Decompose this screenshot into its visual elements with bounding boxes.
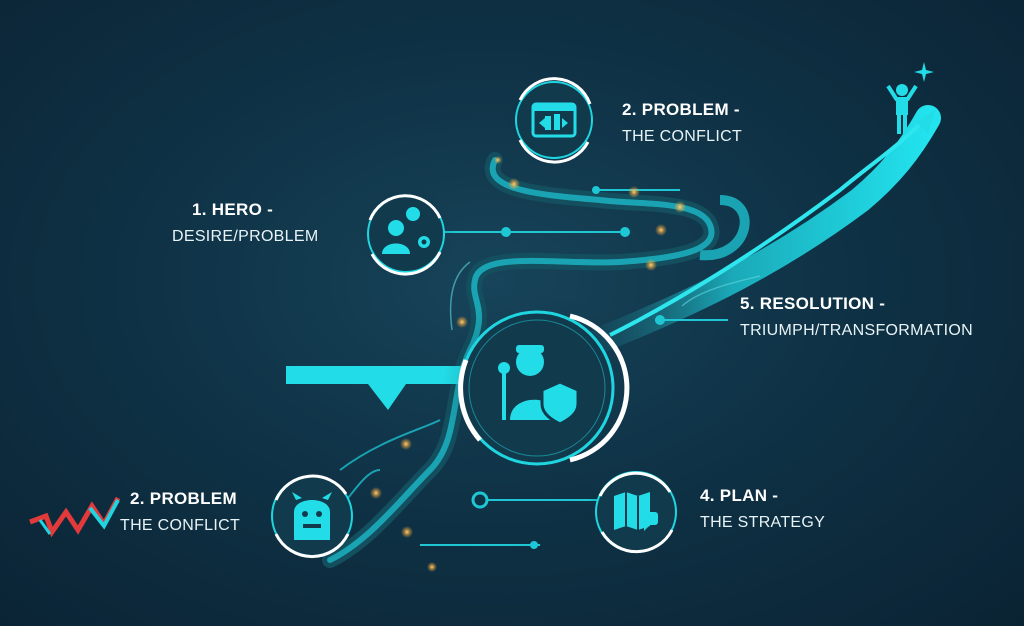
browser-window-icon — [531, 102, 577, 138]
problem-bottom-circle — [262, 466, 362, 566]
step-label-problem-top: 2. PROBLEM - THE CONFLICT — [622, 100, 742, 146]
person-question-gear-icon — [382, 207, 430, 254]
step-label-problem-bottom: 2. PROBLEM THE CONFLICT — [120, 489, 240, 535]
conflict-zigzag — [29, 496, 121, 538]
hero-shield-icon — [498, 345, 580, 426]
step-title: 2. PROBLEM - — [622, 100, 740, 119]
problem-top-circle — [506, 72, 602, 168]
step-title: 4. PLAN - — [700, 486, 779, 505]
plan-circle — [586, 462, 686, 562]
sparks — [370, 156, 686, 572]
step-label-hero: 1. HERO - DESIRE/PROBLEM — [172, 200, 340, 246]
step-subtitle: THE CONFLICT — [120, 517, 241, 534]
map-chat-icon — [614, 492, 658, 531]
center-hero-circle — [441, 292, 633, 484]
step-title: 1. HERO - — [192, 200, 274, 219]
step-subtitle: TRIUMPH/TRANSFORMATION — [740, 322, 973, 339]
step-subtitle: THE STRATEGY — [700, 514, 826, 531]
step-label-resolution: 5. RESOLUTION - TRIUMPH/TRANSFORMATION — [740, 294, 973, 340]
connector-lines — [420, 186, 728, 549]
person-arms-raised-star-icon — [886, 62, 934, 134]
step-title: 2. PROBLEM — [130, 489, 237, 508]
accent-lines — [449, 261, 761, 331]
monster-icon — [292, 492, 332, 540]
journey-path — [299, 105, 941, 568]
step-subtitle: DESIRE/PROBLEM — [172, 228, 319, 245]
arrow-head — [916, 110, 935, 134]
step-title: 5. RESOLUTION - — [740, 294, 886, 313]
step-subtitle: THE CONFLICT — [622, 128, 743, 145]
pointer-banner — [286, 366, 464, 410]
hero-step-circle — [356, 184, 456, 284]
step-label-plan: 4. PLAN - THE STRATEGY — [700, 486, 825, 532]
